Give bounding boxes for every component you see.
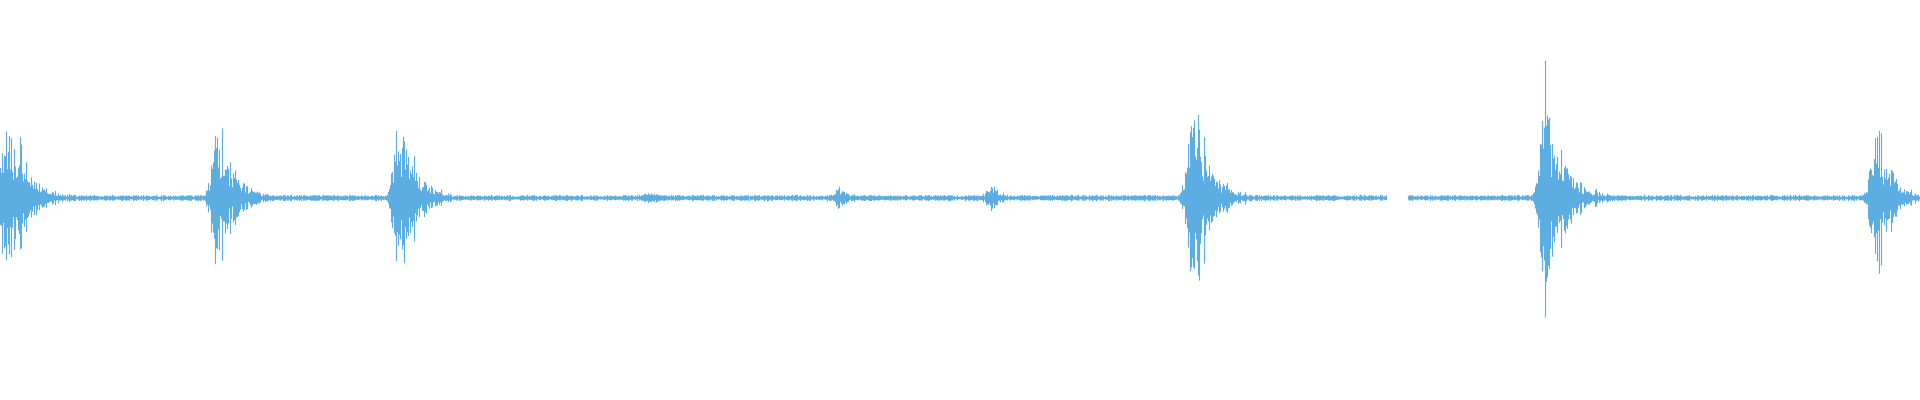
waveform-strokes bbox=[0, 60, 1920, 318]
